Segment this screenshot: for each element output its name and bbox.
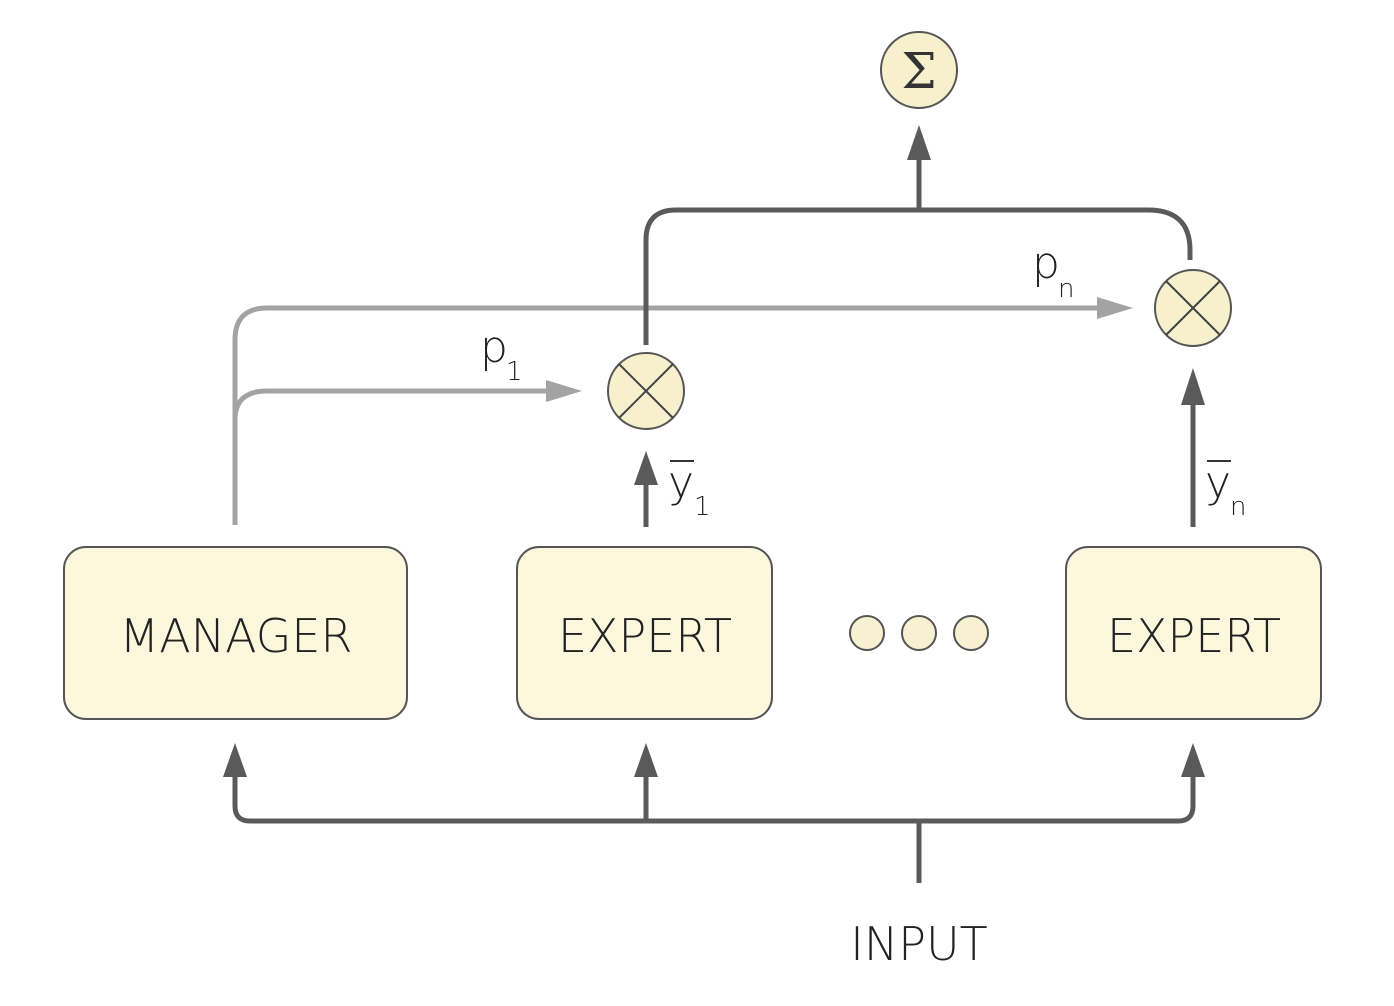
- svg-text:1: 1: [506, 357, 523, 387]
- svg-text:p: p: [480, 322, 508, 373]
- gating-connectors: [232, 297, 1133, 525]
- arrowhead-to-expert-n: [1181, 743, 1205, 777]
- label-p1: p 1: [480, 322, 523, 387]
- arrowhead-to-expert-1: [634, 743, 658, 777]
- svg-text:n: n: [1058, 274, 1074, 304]
- arrowhead-to-sum: [907, 125, 931, 160]
- arrowhead-pn: [1097, 297, 1133, 319]
- ellipsis-dot: [849, 615, 885, 651]
- label-pn: p n: [1032, 238, 1074, 304]
- arrowhead-to-manager: [223, 743, 247, 777]
- ellipsis-dot: [953, 615, 989, 651]
- multiply-node-n: [1154, 269, 1232, 347]
- expert-output-connectors: [634, 368, 1205, 527]
- ellipsis-dot: [901, 615, 937, 651]
- expert-box-1: EXPERT: [516, 546, 773, 720]
- svg-text:1: 1: [694, 492, 711, 522]
- label-yn: y n: [1205, 457, 1246, 522]
- manager-label: MANAGER: [120, 609, 353, 663]
- svg-text:y: y: [1205, 457, 1231, 508]
- svg-text:p: p: [1032, 238, 1060, 289]
- expert-n-label: EXPERT: [1107, 609, 1281, 663]
- sum-connectors: [643, 125, 1193, 345]
- manager-box: MANAGER: [63, 546, 408, 720]
- arrowhead-p1: [546, 380, 582, 402]
- label-y1: y 1: [668, 457, 711, 522]
- svg-text:y: y: [668, 457, 694, 508]
- input-label: INPUT: [850, 917, 987, 971]
- ellipsis-dots: [849, 615, 989, 651]
- svg-text:n: n: [1230, 492, 1246, 522]
- sum-node: Σ: [880, 31, 958, 109]
- expert-1-label: EXPERT: [558, 609, 732, 663]
- expert-box-n: EXPERT: [1065, 546, 1322, 720]
- sum-symbol: Σ: [901, 42, 936, 100]
- arrowhead-y1: [634, 451, 658, 485]
- input-connectors: [223, 743, 1205, 883]
- multiply-node-1: [607, 352, 685, 430]
- arrowhead-yn: [1181, 368, 1205, 405]
